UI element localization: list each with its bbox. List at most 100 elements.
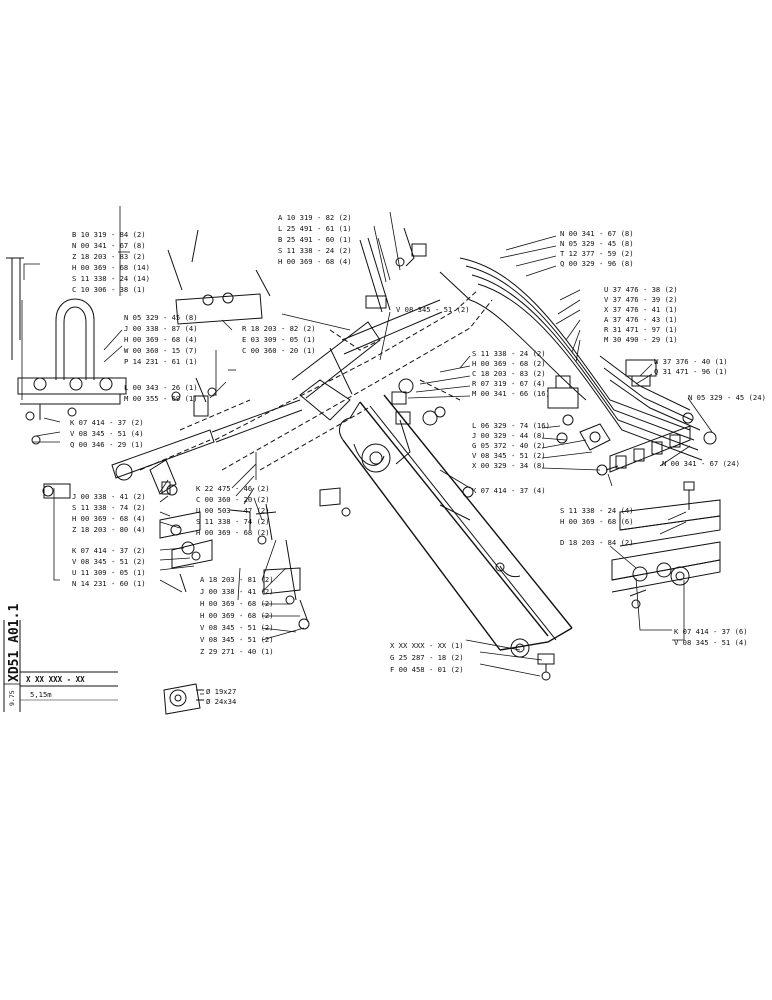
label-group-5: A 10 319 - 82 (2) L 25 491 - 61 (1) B 25… <box>278 213 352 266</box>
part-label: Q 00 346 - 29 (1) <box>70 440 144 449</box>
part-label: V 08 345 - 51 (2) <box>200 635 274 644</box>
part-label: N 00 341 - 67 (8) <box>72 241 146 250</box>
part-label: H 00 369 - 68 (2) <box>196 528 270 537</box>
part-label: X XX XXX - XX (1) <box>390 641 464 650</box>
part-label: C 18 203 - 83 (2) <box>472 369 546 378</box>
part-label: H 00 369 - 68 (2) <box>200 611 274 620</box>
label-group-20: S 11 338 - 24 (4) H 00 369 - 68 (6) <box>560 506 634 526</box>
hose-fitting <box>163 683 204 715</box>
label-group-19: A 18 203 - 81 (2) J 00 338 - 41 (2) H 00… <box>200 575 274 656</box>
part-label: C 00 360 - 20 (1) <box>242 346 316 355</box>
part-label: P 14 231 - 61 (1) <box>124 357 198 366</box>
label-group-23: X XX XXX - XX (1) G 25 287 - 18 (2) F 00… <box>390 641 464 674</box>
leader-lines <box>21 206 713 695</box>
part-label: G 05 372 - 40 (2) <box>472 441 546 450</box>
label-group-7: V 08 345 - 51 (2) <box>396 305 470 314</box>
label-group-6: R 18 203 - 82 (2) E 03 309 - 05 (1) C 00… <box>242 324 316 355</box>
part-label: Q 31 471 - 96 (1) <box>654 367 728 376</box>
part-label: B 25 491 - 60 (1) <box>278 235 352 244</box>
part-label: K 07 414 - 37 (4) <box>472 486 546 495</box>
part-label: L 25 491 - 61 (1) <box>278 224 352 233</box>
part-label: S 11 338 - 74 (2) <box>196 517 270 526</box>
sheet-reference: X XX XXX - XX <box>26 675 85 684</box>
part-label: A 37 476 - 43 (1) <box>604 315 678 324</box>
clamp-rail <box>609 412 717 473</box>
part-label: Z 18 203 - 80 (4) <box>72 525 146 534</box>
label-group-17: J 00 338 - 41 (2) S 11 338 - 74 (2) H 00… <box>72 492 146 534</box>
part-label: L 06 329 - 74 (16) <box>472 421 550 430</box>
label-group-18: K 07 414 - 37 (2) V 08 345 - 51 (2) U 11… <box>72 546 146 588</box>
boom-arm <box>339 394 573 658</box>
part-label: D 18 203 - 84 (2) <box>560 538 634 547</box>
part-label: U 11 309 - 05 (1) <box>72 568 146 577</box>
label-group-13: L 06 329 - 74 (16) J 00 329 - 44 (8) G 0… <box>472 421 550 470</box>
part-label: M 30 490 - 29 (1) <box>604 335 678 344</box>
part-label: K 07 414 - 37 (2) <box>72 546 146 555</box>
boom-cylinder <box>111 321 381 481</box>
tip-hardware <box>537 653 555 681</box>
part-label: H 00 369 - 68 (2) <box>472 359 546 368</box>
part-label: K 22 475 - 46 (2) <box>196 484 270 493</box>
part-label: N 00 341 - 67 (24) <box>662 459 740 468</box>
part-label: X 37 476 - 41 (1) <box>604 305 678 314</box>
part-label: V 08 345 - 51 (2) <box>72 557 146 566</box>
label-group-14: N 00 341 - 67 (24) <box>662 459 740 468</box>
pipe-loop <box>6 257 127 445</box>
part-label: S 11 338 - 74 (2) <box>72 503 146 512</box>
part-label: R 07 319 - 67 (4) <box>472 379 546 388</box>
part-label: J 00 338 - 41 (2) <box>72 492 146 501</box>
part-label: A 10 319 - 82 (2) <box>278 213 352 222</box>
part-label: H 00 369 - 68 (14) <box>72 263 150 272</box>
part-label: S 11 338 - 24 (2) <box>278 246 352 255</box>
label-group-15: K 07 414 - 37 (4) <box>472 486 546 495</box>
clamp-detail <box>611 481 721 609</box>
part-label: W 00 360 - 15 (7) <box>124 346 198 355</box>
part-label: R 18 203 - 82 (2) <box>242 324 316 333</box>
part-label: H 00 369 - 68 (2) <box>200 599 274 608</box>
part-label: Z 29 271 - 40 (1) <box>200 647 274 656</box>
part-label: N 05 329 - 45 (24) <box>688 393 766 402</box>
part-label: L 00 343 - 26 (1) <box>124 383 198 392</box>
sheet-code: XD51 A01.1 <box>7 604 22 682</box>
label-group-10: S 11 338 - 24 (2) H 00 369 - 68 (2) C 18… <box>472 349 550 398</box>
part-label: N 05 329 - 45 (8) <box>560 239 634 248</box>
part-label: G 25 287 - 18 (2) <box>390 653 464 662</box>
part-label: R 31 471 - 97 (1) <box>604 325 678 334</box>
label-group-8: N 00 341 - 67 (8) N 05 329 - 45 (8) T 12… <box>560 229 634 268</box>
part-label: J 00 338 - 87 (4) <box>124 324 198 333</box>
part-label: V 08 345 - 51 (2) <box>472 451 546 460</box>
title-block: XD51 A01.1 9.75 X XX XXX - XX 5,15m <box>3 604 118 712</box>
lower-left-hardware <box>42 459 213 593</box>
part-label: K 07 414 - 37 (6) <box>674 627 748 636</box>
part-labels: B 10 319 - 84 (2) N 00 341 - 67 (8) Z 18… <box>70 213 766 706</box>
label-group-16: K 22 475 - 46 (2) C 00 360 - 20 (2) U 00… <box>196 484 270 537</box>
label-group-2: N 05 329 - 45 (8) J 00 338 - 87 (4) H 00… <box>124 313 198 366</box>
part-label: S 11 338 - 24 (2) <box>472 349 546 358</box>
part-label: N 05 329 - 45 (8) <box>124 313 198 322</box>
part-label: J 00 338 - 41 (2) <box>200 587 274 596</box>
dimension-label: Ø 19x27 <box>206 687 236 696</box>
part-label: U 37 476 - 38 (2) <box>604 285 678 294</box>
part-label: C 00 360 - 20 (2) <box>196 495 270 504</box>
part-label: V 08 345 - 51 (4) <box>70 429 144 438</box>
part-label: S 11 338 - 24 (4) <box>560 506 634 515</box>
label-group-4: K 07 414 - 37 (2) V 08 345 - 51 (4) Q 00… <box>70 418 144 449</box>
pivot-pins <box>391 378 474 498</box>
label-group-21: D 18 203 - 84 (2) <box>560 538 634 547</box>
part-label: U 00 503 - 47 (2) <box>196 506 270 515</box>
part-label: N 14 231 - 60 (1) <box>72 579 146 588</box>
part-label: N 00 341 - 67 (8) <box>560 229 634 238</box>
part-label: M 00 355 - 69 (1) <box>124 394 198 403</box>
part-label: B 10 319 - 84 (2) <box>72 230 146 239</box>
part-label: T 12 377 - 59 (2) <box>560 249 634 258</box>
label-group-22: K 07 414 - 37 (6) V 08 345 - 51 (4) <box>674 627 748 647</box>
part-label: H 00 369 - 68 (4) <box>278 257 352 266</box>
part-label: X 00 329 - 34 (8) <box>472 461 546 470</box>
part-label: Z 18 203 - 83 (2) <box>72 252 146 261</box>
valve-block <box>547 359 657 476</box>
sheet-length: 5,15m <box>30 690 52 699</box>
top-cylinder <box>329 227 443 395</box>
part-label: A 18 203 - 81 (2) <box>200 575 274 584</box>
label-group-3: L 00 343 - 26 (1) M 00 355 - 69 (1) <box>124 383 198 403</box>
label-group-9: U 37 476 - 38 (2) V 37 476 - 39 (2) X 37… <box>604 285 678 344</box>
